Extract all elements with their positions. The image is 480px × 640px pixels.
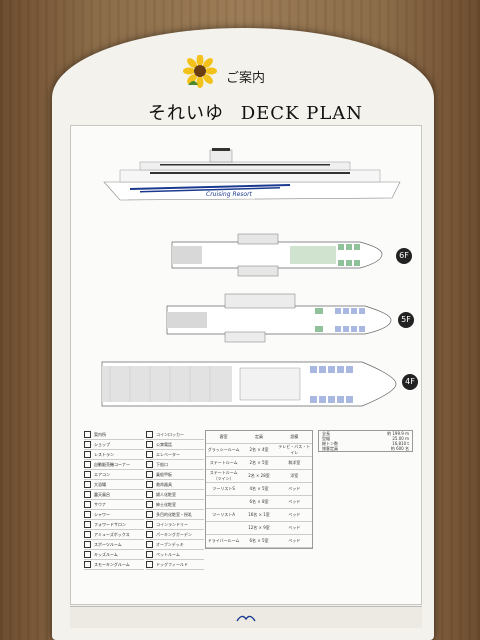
legend-item: 自動販売機コーナー <box>84 460 144 470</box>
title-jp: それいゆ <box>148 103 224 124</box>
legend-item: ショップ <box>84 440 144 450</box>
legend-item: スポーツルーム <box>84 540 144 550</box>
sunflower-icon <box>183 55 217 88</box>
legend-item: キッズルーム <box>84 550 144 560</box>
legend-item: アミューズボックス <box>84 530 144 540</box>
room-table-header: 客室 定員 設備 <box>206 431 312 444</box>
bottom-strip <box>70 606 422 628</box>
legend-item: 紳士化粧室 <box>146 500 204 510</box>
ship-illustration: Cruising Resort <box>103 148 401 201</box>
legend-item: 婦人化粧室 <box>146 490 204 500</box>
header-subtitle: ご案内 <box>226 71 266 86</box>
legend-item: ペットルーム <box>146 550 204 560</box>
legend-item: ドッグフィールド <box>146 560 204 570</box>
legend-item: コインランドリー <box>146 520 204 530</box>
seagull-logo-icon <box>236 615 256 622</box>
legend-item: パーキングガーデン <box>146 530 204 540</box>
deck-5f-plan <box>166 293 392 343</box>
legend-item: エアコン <box>84 470 144 480</box>
title-en: DECK PLAN <box>240 103 364 124</box>
legend-item: 露天風呂 <box>84 490 144 500</box>
legend-item: サウナ <box>84 500 144 510</box>
deck-badge-4f: 4F <box>402 374 418 390</box>
facility-legend-left: 案内所 ショップ レストラン 自動販売機コーナー エアコン 大浴場 露天風呂 サ… <box>84 430 144 570</box>
legend-item: エレベーター <box>146 450 204 460</box>
legend-item: 公衆電話 <box>146 440 204 450</box>
deck-badge-6f: 6F <box>396 248 412 264</box>
page-title: それいゆ DECK PLAN <box>148 99 363 125</box>
legend-item: シャワー <box>84 510 144 520</box>
legend-item: フォワードサロン <box>84 520 144 530</box>
legend-item: 救命器具 <box>146 480 204 490</box>
legend-item: 大浴場 <box>84 480 144 490</box>
legend-item: コインロッカー <box>146 430 204 440</box>
legend-item: スモーキングルーム <box>84 560 144 570</box>
legend-item: レストラン <box>84 450 144 460</box>
deck-6f-plan <box>171 233 383 277</box>
legend-item: 下船口 <box>146 460 204 470</box>
deck-4f-plan <box>101 361 397 407</box>
legend-item: 多目的化粧室・授乳 <box>146 510 204 520</box>
facility-legend-right: コインロッカー 公衆電話 エレベーター 下船口 乗船甲板 救命器具 婦人化粧室 … <box>146 430 204 570</box>
deck-badge-5f: 5F <box>398 312 414 328</box>
ship-hull-text: Cruising Resort <box>206 191 253 198</box>
table-row: 全長約 199.9 m <box>322 431 409 436</box>
legend-item: オープンデッキ <box>146 540 204 550</box>
table-row: 旅客定員約 600 名 <box>322 446 409 451</box>
table-row: ステートルーム（ツイン）2名 × 28室洋室 <box>206 470 312 483</box>
legend-item: 乗船甲板 <box>146 470 204 480</box>
table-row: 12名 × 9室ベッド <box>206 522 312 535</box>
legend-item: 案内所 <box>84 430 144 440</box>
table-row: 6名 × 8室ベッド <box>206 496 312 509</box>
